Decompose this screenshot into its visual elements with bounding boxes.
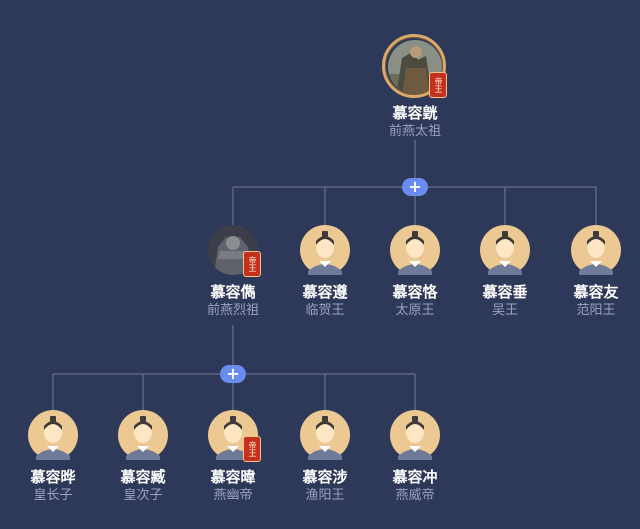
node-title: 燕威帝 [395,488,435,503]
expand-button-gen2-first[interactable]: + [220,365,246,383]
default-figure-icon [480,225,530,275]
node-title: 前燕太祖 [388,124,441,139]
emperor-badge: 帝王 [429,72,447,98]
node-name: 慕容皝 [392,104,438,122]
avatar-gen3-2 [118,410,168,460]
avatar-gen2-3 [390,225,440,275]
default-figure-icon [28,410,78,460]
node-title: 前燕烈祖 [206,303,259,318]
node-gen3-1[interactable]: 慕容晔 皇长子 [11,410,95,504]
node-name: 慕容恪 [392,283,438,301]
node-title: 燕幽帝 [213,488,253,503]
avatar-gen3-4 [300,410,350,460]
node-title: 太原王 [395,303,435,318]
node-title: 吴王 [491,303,518,318]
node-name: 慕容涉 [302,468,348,486]
default-figure-icon [300,410,350,460]
node-name: 慕容友 [573,283,619,301]
node-title: 皇次子 [123,488,163,503]
node-gen3-2[interactable]: 慕容臧 皇次子 [101,410,185,504]
node-title: 皇长子 [33,488,73,503]
node-gen3-5[interactable]: 慕容冲 燕威帝 [373,410,457,504]
node-name: 慕容晔 [30,468,76,486]
node-name: 慕容臧 [120,468,166,486]
avatar-gen2-5 [571,225,621,275]
node-gen2-5[interactable]: 慕容友 范阳王 [554,225,638,319]
expand-button-root[interactable]: + [402,178,428,196]
avatar-gen3-1 [28,410,78,460]
avatar-gen2-1: 帝王 [208,225,261,277]
node-title: 渔阳王 [305,488,345,503]
node-name: 慕容儁 [210,283,256,301]
avatar-gen2-2 [300,225,350,275]
avatar-ring [382,34,446,98]
node-gen2-3[interactable]: 慕容恪 太原王 [373,225,457,319]
node-name: 慕容垂 [482,283,528,301]
avatar-gen3-5 [390,410,440,460]
node-name: 慕容遵 [302,283,348,301]
node-title: 范阳王 [576,303,616,318]
node-gen3-3[interactable]: 帝王 慕容暐 燕幽帝 [191,410,275,504]
node-root[interactable]: 帝王 慕容皝 前燕太祖 [373,34,457,140]
avatar-gen2-4 [480,225,530,275]
node-title: 临贺王 [305,303,345,318]
emperor-badge: 帝王 [243,251,261,277]
node-gen2-4[interactable]: 慕容垂 吴王 [463,225,547,319]
armored-portrait-icon [208,225,258,275]
avatar-gen3-3: 帝王 [208,410,261,462]
node-gen3-4[interactable]: 慕容涉 渔阳王 [283,410,367,504]
avatar-root: 帝王 [382,34,447,98]
default-figure-icon [300,225,350,275]
node-gen2-1[interactable]: 帝王 慕容儁 前燕烈祖 [191,225,275,319]
default-figure-icon [390,225,440,275]
default-figure-icon [118,410,168,460]
default-figure-icon [390,410,440,460]
node-name: 慕容暐 [210,468,256,486]
emperor-badge: 帝王 [243,436,261,462]
node-name: 慕容冲 [392,468,438,486]
node-gen2-2[interactable]: 慕容遵 临贺王 [283,225,367,319]
default-figure-icon [571,225,621,275]
